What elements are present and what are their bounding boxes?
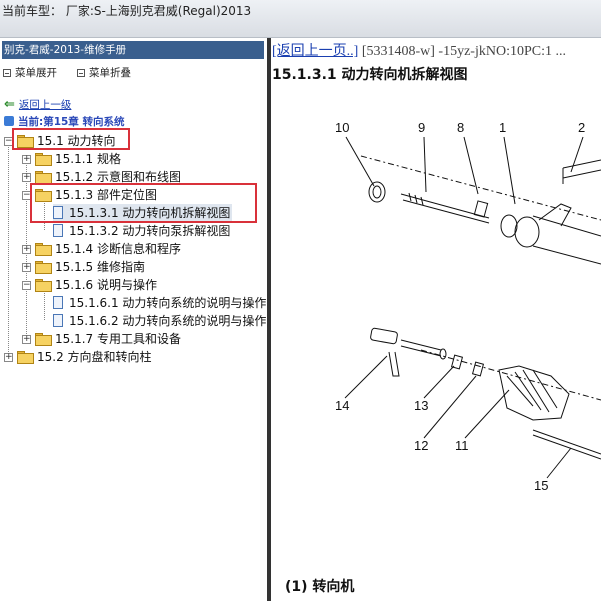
document-icon bbox=[53, 224, 63, 237]
tree-item-15-1-7[interactable]: 15.1.7 专用工具和设备 bbox=[35, 330, 181, 348]
tree-item-15-2[interactable]: 15.2 方向盘和转向柱 bbox=[17, 348, 152, 366]
back-page-link[interactable]: [返回上一页..] bbox=[272, 44, 359, 59]
window-title: 当前车型： 厂家:S-上海别克君威(Regal)2013 bbox=[2, 4, 252, 18]
highlight-box-15-1-3 bbox=[30, 183, 257, 223]
sidebar-header: 别克-君威-2013-维修手册 bbox=[2, 41, 264, 59]
tree-item-15-1-5[interactable]: 15.1.5 维修指南 bbox=[35, 258, 145, 276]
collapse-menu-button[interactable]: 菜单折叠 bbox=[77, 65, 131, 80]
folder-open-icon bbox=[17, 135, 34, 148]
folder-open-icon bbox=[35, 189, 52, 202]
expand-toggle-15-1-4[interactable]: + bbox=[22, 244, 31, 254]
expand-toggle-15-1-5[interactable]: + bbox=[22, 262, 31, 272]
document-id: [5331408-w] -15yz-jkNO:10PC:1 ... bbox=[358, 44, 566, 59]
document-icon bbox=[53, 206, 63, 219]
expand-icon bbox=[3, 69, 11, 77]
book-icon bbox=[4, 116, 14, 126]
tree-item-15-1-6[interactable]: 15.1.6 说明与操作 bbox=[35, 276, 157, 294]
callout-1: 1 bbox=[499, 120, 506, 135]
callout-2: 2 bbox=[578, 120, 585, 135]
sidebar: 别克-君威-2013-维修手册 菜单展开 菜单折叠 ⇐返回上一级 当前:第15章… bbox=[0, 38, 267, 601]
document-icon bbox=[53, 314, 63, 327]
callout-8: 8 bbox=[457, 120, 464, 135]
folder-icon bbox=[35, 243, 52, 256]
steering-gear-exploded-diagram: 10 9 8 1 2 14 13 12 11 15 bbox=[335, 120, 601, 493]
folder-open-icon bbox=[35, 279, 52, 292]
callout-10: 10 bbox=[335, 120, 349, 135]
folder-icon bbox=[17, 351, 34, 364]
pane-splitter[interactable] bbox=[267, 38, 271, 601]
document-heading: 15.1.3.1 动力转向机拆解视图 bbox=[272, 67, 468, 83]
collapse-toggle-15-1-6[interactable]: − bbox=[22, 280, 31, 290]
callout-12: 12 bbox=[414, 438, 428, 453]
tree-item-15-1-2[interactable]: 15.1.2 示意图和布线图 bbox=[35, 168, 181, 186]
callout-9: 9 bbox=[418, 120, 425, 135]
callout-11: 11 bbox=[455, 438, 469, 453]
expand-toggle-15-1-2[interactable]: + bbox=[22, 172, 31, 182]
back-up-link[interactable]: ⇐返回上一级 bbox=[4, 97, 72, 112]
figure-caption: (1) 转向机 bbox=[285, 579, 355, 595]
tree-item-15-1[interactable]: 15.1 动力转向 bbox=[17, 132, 116, 150]
folder-icon bbox=[35, 333, 52, 346]
expand-toggle-15-1-1[interactable]: + bbox=[22, 154, 31, 164]
tree-item-15-1-3-2[interactable]: 15.1.3.2 动力转向泵拆解视图 bbox=[53, 222, 230, 240]
document-icon bbox=[53, 296, 63, 309]
callout-15: 15 bbox=[534, 478, 548, 493]
callout-14: 14 bbox=[335, 398, 349, 413]
document-nav: [返回上一页..] [5331408-w] -15yz-jkNO:10PC:1 … bbox=[272, 40, 566, 60]
folder-icon bbox=[35, 153, 52, 166]
highlight-box-15-1 bbox=[12, 128, 130, 150]
folder-icon bbox=[35, 261, 52, 274]
back-arrow-icon: ⇐ bbox=[4, 97, 15, 112]
title-bar: 当前车型： 厂家:S-上海别克君威(Regal)2013 bbox=[0, 0, 601, 38]
tree-item-15-1-6-2[interactable]: 15.1.6.2 动力转向系统的说明与操作 bbox=[53, 312, 266, 330]
collapse-icon bbox=[77, 69, 85, 77]
folder-icon bbox=[35, 171, 52, 184]
expand-toggle-15-1-7[interactable]: + bbox=[22, 334, 31, 344]
tree-item-15-1-3[interactable]: 15.1.3 部件定位图 bbox=[35, 186, 157, 204]
expand-toggle-15-2[interactable]: + bbox=[4, 352, 13, 362]
tree-item-15-1-4[interactable]: 15.1.4 诊断信息和程序 bbox=[35, 240, 181, 258]
tree-item-15-1-6-1[interactable]: 15.1.6.1 动力转向系统的说明与操作 bbox=[53, 294, 266, 312]
tree-item-15-1-1[interactable]: 15.1.1 规格 bbox=[35, 150, 121, 168]
tree-item-15-1-3-1[interactable]: 15.1.3.1 动力转向机拆解视图 bbox=[53, 204, 233, 222]
document-pane: [返回上一页..] [5331408-w] -15yz-jkNO:10PC:1 … bbox=[271, 38, 601, 601]
expand-menu-button[interactable]: 菜单展开 bbox=[3, 65, 57, 80]
callout-13: 13 bbox=[414, 398, 428, 413]
current-chapter: 当前:第15章 转向系统 bbox=[4, 114, 124, 129]
